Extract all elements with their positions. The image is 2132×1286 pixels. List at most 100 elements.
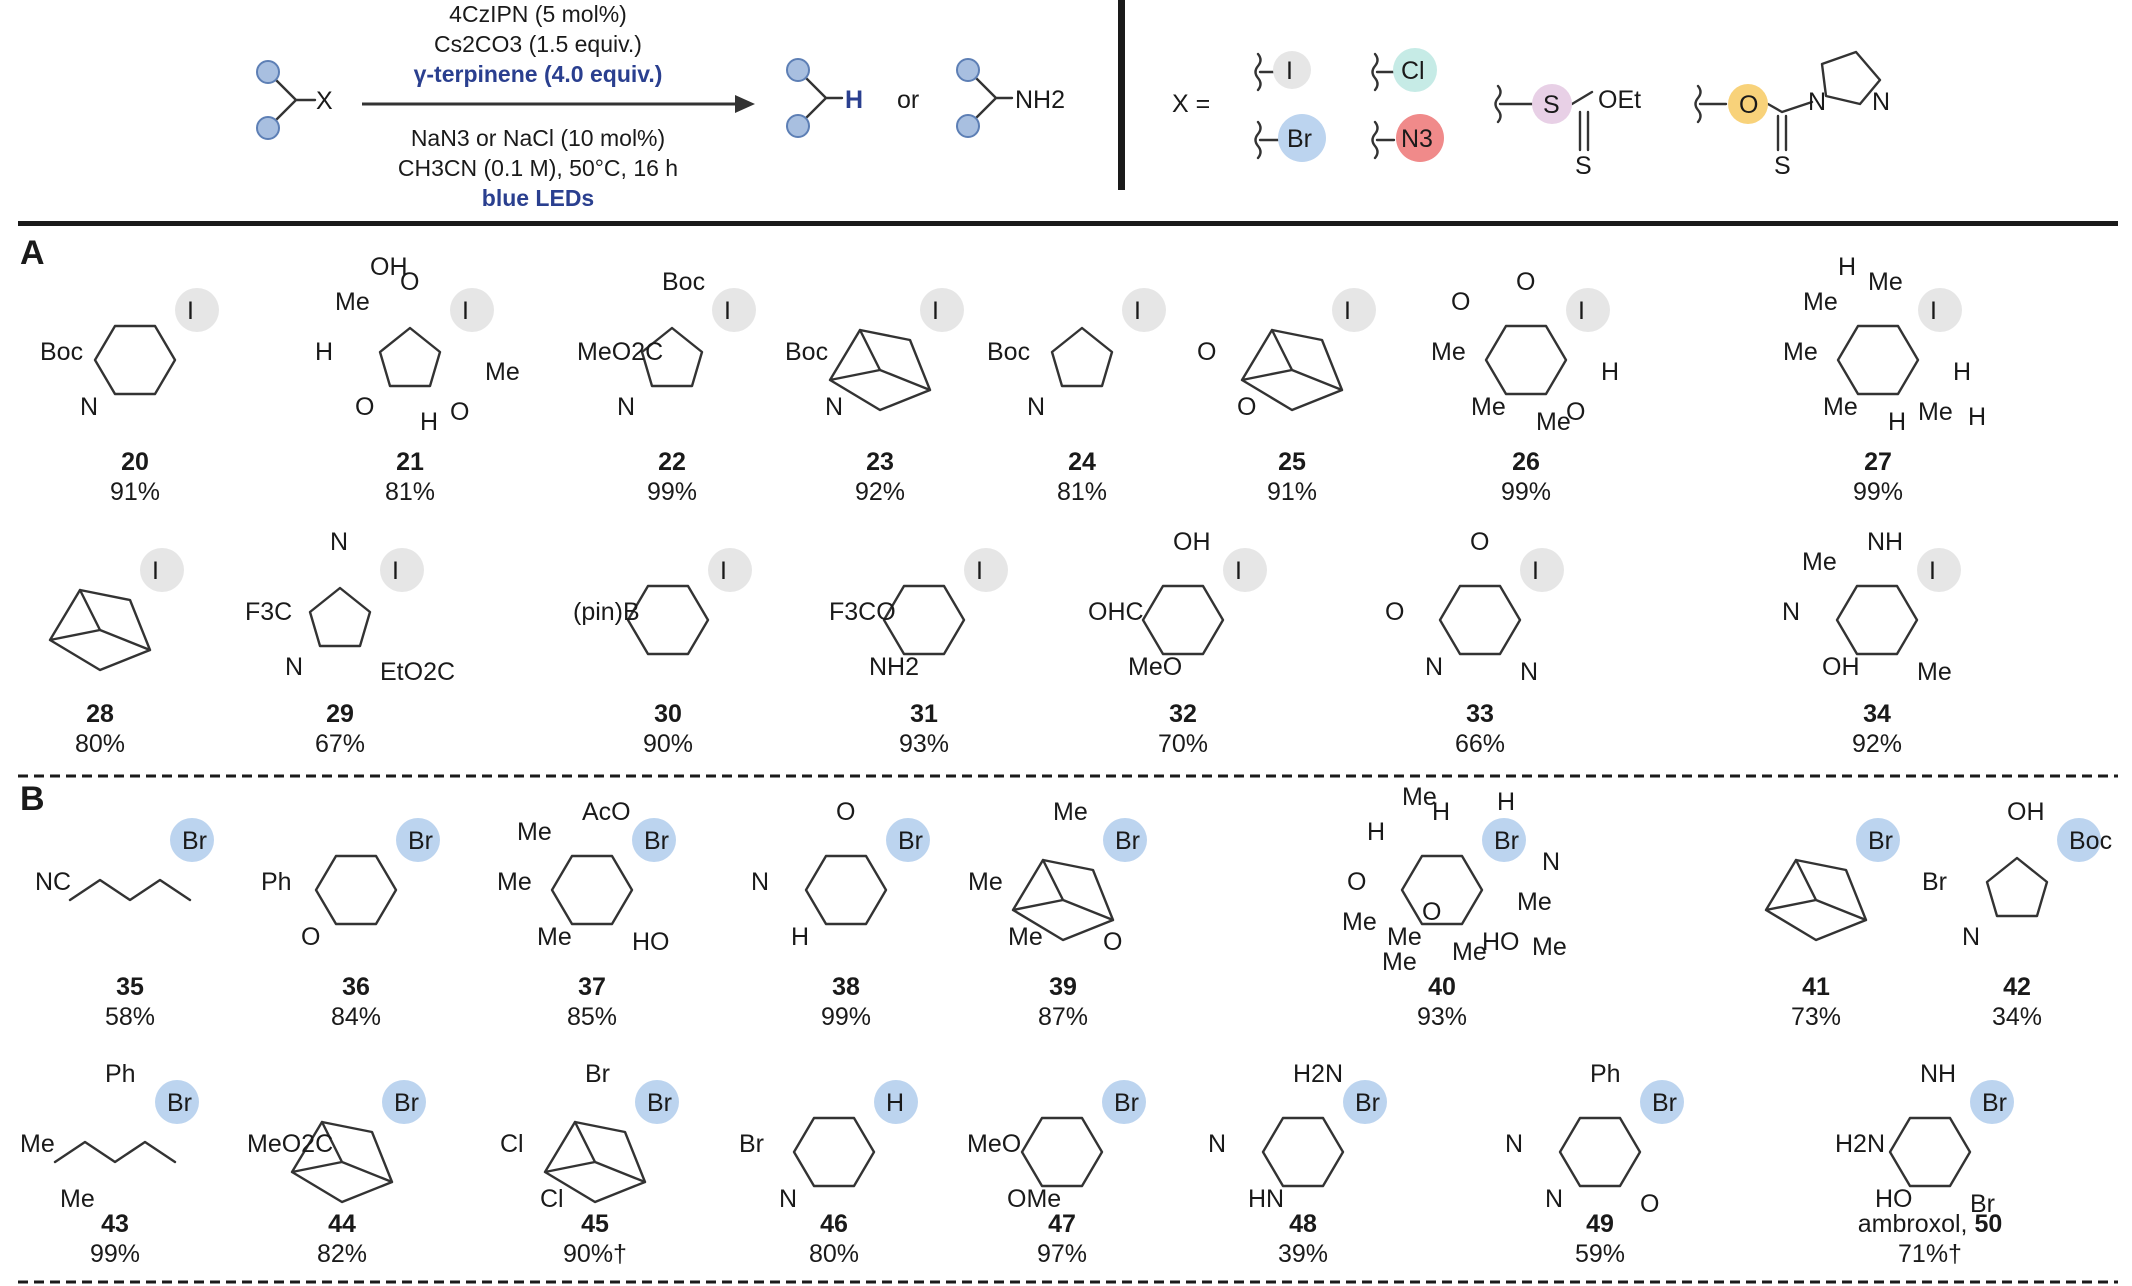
- atom-label: EtO2C: [380, 658, 455, 686]
- compound-id: 21: [396, 448, 424, 476]
- halogen-label: I: [1235, 557, 1242, 585]
- atom-label: Me: [1053, 798, 1088, 826]
- compound-number: 48: [1289, 1210, 1317, 1238]
- compound-yield: 92%: [1852, 730, 1902, 758]
- compound-number: 22: [658, 448, 686, 476]
- atom-label: Me: [1452, 938, 1487, 966]
- atom-label: N: [1542, 848, 1560, 876]
- skeleton: [1888, 1116, 1972, 1188]
- atom-label: Me: [485, 358, 520, 386]
- xanthate-group: S OEt S: [1494, 84, 1641, 180]
- atom-label: N: [1520, 658, 1538, 686]
- halogen-label: I: [392, 557, 399, 585]
- atom-label: H: [1888, 408, 1906, 436]
- compound-id: 29: [326, 700, 354, 728]
- compound-yield: 39%: [1278, 1240, 1328, 1268]
- halogen-highlight: [170, 818, 214, 862]
- atom-label: NH: [1867, 528, 1903, 556]
- atom-label: NH: [1920, 1060, 1956, 1088]
- compound-id: 26: [1512, 448, 1540, 476]
- halogen-label: Boc: [2069, 827, 2112, 855]
- atom-label: Cl: [540, 1185, 564, 1213]
- compound-id: 45: [581, 1210, 609, 1238]
- compound-name-prefix: ambroxol,: [1858, 1210, 1975, 1238]
- compound-yield: 85%: [567, 1003, 617, 1031]
- halogen-highlight: [140, 548, 184, 592]
- atom-label: Cl: [500, 1130, 524, 1158]
- halogen-highlight: [1482, 818, 1526, 862]
- svg-text:O: O: [1739, 91, 1758, 119]
- atom-label: H: [1601, 358, 1619, 386]
- compound-id: 28: [86, 700, 114, 728]
- atom-label: N: [1208, 1130, 1226, 1158]
- compound-yield: 97%: [1037, 1240, 1087, 1268]
- halogen-label: I: [724, 297, 731, 325]
- skeleton: [314, 854, 398, 926]
- compound-number: 21: [396, 448, 424, 476]
- skeleton: [543, 1120, 647, 1204]
- halogen-highlight: [1917, 548, 1961, 592]
- compound-yield: 91%: [1267, 478, 1317, 506]
- atom-label: Ph: [105, 1060, 136, 1088]
- halogen-label: I: [1578, 297, 1585, 325]
- azido-group: N3: [1371, 114, 1444, 162]
- atom-label: O: [450, 398, 469, 426]
- atom-label: Me: [1823, 393, 1858, 421]
- svg-text:NH2: NH2: [1015, 86, 1065, 114]
- compound-number: 25: [1278, 448, 1306, 476]
- atom-label: O: [400, 268, 419, 296]
- compound-number: 34: [1863, 700, 1891, 728]
- atom-label: O: [1516, 268, 1535, 296]
- compound-yield: 99%: [1853, 478, 1903, 506]
- halogen-label: Br: [1114, 1089, 1139, 1117]
- skeleton: [1985, 856, 2049, 918]
- compound-number: 42: [2003, 973, 2031, 1001]
- conditions-above: 4CzIPN (5 mol%) Cs2CO3 (1.5 equiv.) γ-te…: [414, 1, 663, 87]
- atom-label: Me: [335, 288, 370, 316]
- atom-label: N: [825, 393, 843, 421]
- atom-label: Me: [968, 868, 1003, 896]
- halogen-label: I: [462, 297, 469, 325]
- product-h: H: [786, 58, 863, 138]
- halogen-label: I: [976, 557, 983, 585]
- compound-number: 49: [1586, 1210, 1614, 1238]
- halogen-label: Br: [644, 827, 669, 855]
- svg-text:S: S: [1575, 152, 1592, 180]
- halogen-label: Br: [394, 1089, 419, 1117]
- atom-label: N: [330, 528, 348, 556]
- svg-text:N: N: [1872, 88, 1890, 116]
- compound-yield: 66%: [1455, 730, 1505, 758]
- atom-label: Me: [1008, 923, 1043, 951]
- atom-label: Me: [1803, 288, 1838, 316]
- atom-label: Br: [1922, 868, 1947, 896]
- iodo-group: I: [1254, 51, 1311, 92]
- skeleton: [378, 326, 442, 388]
- compound-number: 30: [654, 700, 682, 728]
- skeleton: [792, 1116, 876, 1188]
- substituent-node: [256, 60, 280, 84]
- atom-label: Me: [1517, 888, 1552, 916]
- atom-label: N: [1545, 1185, 1563, 1213]
- skeleton: [626, 584, 710, 656]
- compound-number: 27: [1864, 448, 1892, 476]
- skeleton: [93, 324, 177, 396]
- conditions-below: NaN3 or NaCl (10 mol%) CH3CN (0.1 M), 50…: [398, 125, 678, 211]
- compound-yield: 70%: [1158, 730, 1208, 758]
- compound-number: 47: [1048, 1210, 1076, 1238]
- x-equals-label: X =: [1172, 90, 1210, 118]
- atom-label: Me: [517, 818, 552, 846]
- atom-label: Me: [1402, 783, 1437, 811]
- halogen-highlight: [1520, 548, 1564, 592]
- compound-number: 44: [328, 1210, 356, 1238]
- compound-id: 34: [1863, 700, 1891, 728]
- compound-yield: 99%: [821, 1003, 871, 1031]
- compound-id: 38: [832, 973, 860, 1001]
- compound-yield: 67%: [315, 730, 365, 758]
